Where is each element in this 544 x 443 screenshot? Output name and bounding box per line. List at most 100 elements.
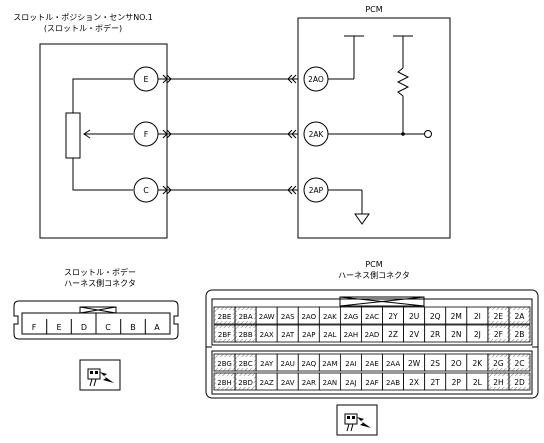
pcm-pin-label: 2AF bbox=[365, 379, 378, 387]
sensor-wire-top bbox=[72, 78, 133, 113]
pcm-pin-cell: 2A bbox=[508, 306, 531, 325]
pcm-box bbox=[297, 17, 451, 239]
pcm-pin-label: 2BA bbox=[239, 313, 253, 321]
pcm-pin-label: 2D bbox=[514, 378, 525, 387]
pcm-pin-label: 2AG bbox=[344, 313, 359, 321]
pcm-pin-cell: 2N bbox=[445, 324, 468, 343]
pcm-pin-cell: 2AO bbox=[297, 306, 320, 325]
pcm-pin-label: 2AO bbox=[301, 313, 316, 321]
pcm-pin-label: 2BG bbox=[217, 360, 232, 368]
pcm-pin-label: 2L bbox=[473, 378, 483, 387]
pcm-title: PCM bbox=[365, 5, 382, 14]
sensor-pin-e-label: E bbox=[143, 75, 148, 84]
pcm-junction-dot bbox=[401, 132, 405, 136]
pcm-pin-label: 2H bbox=[493, 378, 503, 387]
ground-icon bbox=[354, 213, 370, 225]
pcm-pin-cell: 2Y bbox=[382, 306, 404, 325]
connector-chevron-icons bbox=[162, 74, 297, 195]
pcm-pin-cell: 2AV bbox=[276, 372, 299, 391]
svg-text:C: C bbox=[105, 323, 111, 332]
pcm-pin-label: 2AW bbox=[259, 313, 275, 321]
svg-text:B: B bbox=[130, 323, 136, 332]
svg-text:D: D bbox=[81, 323, 87, 332]
pcm-pin-cell: 2AR bbox=[297, 372, 320, 391]
pcm-pin-cell: 2T bbox=[424, 372, 447, 391]
pcm-pin-cell: 2BB bbox=[234, 324, 257, 343]
pcm-pin-label: 2BD bbox=[238, 379, 253, 387]
pcm-pin-label: 2AN bbox=[323, 379, 337, 387]
pcm-pin-cell: 2S bbox=[424, 353, 447, 372]
pcm-pin-label: 2J bbox=[474, 330, 481, 339]
pcm-pin-label: 2F bbox=[494, 330, 503, 339]
pcm-pin-cell: 2O bbox=[445, 353, 468, 372]
pcm-pin-label: 2AL bbox=[323, 331, 336, 339]
pcm-pin-cell: 2AF bbox=[361, 372, 383, 391]
pcm-pin-cell: 2V bbox=[403, 324, 426, 343]
pcm-pin-cell: 2BG bbox=[213, 353, 236, 372]
pcm-pin-cell: 2AN bbox=[318, 372, 341, 391]
pcm-pin-label: 2AV bbox=[281, 379, 295, 387]
pcm-pin-cell: 2AI bbox=[339, 353, 362, 372]
pcm-pin-label: 2AS bbox=[281, 313, 295, 321]
pcm-pin-cell: 2AA bbox=[382, 353, 404, 372]
svg-text:E: E bbox=[56, 323, 61, 332]
pcm-pin-label: 2X bbox=[409, 378, 419, 387]
sensor-connector-view-icon bbox=[79, 359, 121, 391]
pcm-pin-cell: 2W bbox=[403, 353, 426, 372]
pcm-pin-cell: 2AE bbox=[361, 353, 383, 372]
pcm-connector-lock-icon bbox=[339, 296, 425, 307]
pcm-pin-label: 2R bbox=[430, 330, 440, 339]
pcm-pin-cell: 2AS bbox=[276, 306, 299, 325]
pcm-pin-label: 2Z bbox=[388, 330, 398, 339]
pcm-pin-cell: 2AB bbox=[382, 372, 404, 391]
pcm-pin-label: 2AE bbox=[365, 360, 379, 368]
pcm-pin-cell: 2AZ bbox=[255, 372, 278, 391]
pcm-pin-cell: 2AK bbox=[318, 306, 341, 325]
pcm-pin-cell: 2J bbox=[466, 324, 489, 343]
sensor-connector-lock-icon bbox=[79, 306, 117, 314]
pcm-connector-shell bbox=[205, 289, 539, 399]
pcm-pin-cell: 2AP bbox=[297, 324, 320, 343]
pcm-pin-label: 2AQ bbox=[301, 360, 316, 368]
sensor-resistor bbox=[65, 112, 81, 159]
pcm-pin-label: 2AU bbox=[281, 360, 295, 368]
pcm-pin-cell: 2E bbox=[487, 306, 510, 325]
pcm-pin-cell: 2D bbox=[508, 372, 531, 391]
pcm-pin-cell: 2AJ bbox=[339, 372, 362, 391]
pcm-connector-view-icon bbox=[336, 404, 378, 436]
pcm-pin-cell: 2U bbox=[403, 306, 426, 325]
pcm-pin-cell: 2AL bbox=[318, 324, 341, 343]
pcm-pin-label: 2AX bbox=[260, 331, 274, 339]
pcm-pin-label: 2AY bbox=[260, 360, 274, 368]
sensor-connector-pins: F E D C B A bbox=[32, 323, 161, 332]
pcm-pin-label: 2AC bbox=[365, 313, 379, 321]
pcm-pin-cell: 2BD bbox=[234, 372, 257, 391]
pcm-pin-label: 2E bbox=[494, 312, 504, 321]
pcm-pin-cell: 2AW bbox=[255, 306, 278, 325]
pcm-pin-cell: 2AY bbox=[255, 353, 278, 372]
harness-wires bbox=[158, 78, 298, 191]
pcm-pin-label: 2BF bbox=[218, 331, 231, 339]
pcm-pin-label: 2AA bbox=[386, 360, 400, 368]
pcm-pin-cell: 2P bbox=[445, 372, 468, 391]
pcm-pin-cell: 2BE bbox=[213, 306, 236, 325]
pcm-pin-cell: 2BH bbox=[213, 372, 236, 391]
pcm-pin-label: 2AT bbox=[281, 331, 295, 339]
pcm-pin-label: 2A bbox=[515, 312, 526, 321]
pcm-pin-cell: 2K bbox=[466, 353, 489, 372]
pullup-resistor-icon bbox=[396, 67, 410, 97]
pcm-pin-cell: 2R bbox=[424, 324, 447, 343]
pcm-pin-cell: 2AD bbox=[361, 324, 383, 343]
svg-text:A: A bbox=[154, 323, 160, 332]
pcm-pin-cell: 2BF bbox=[213, 324, 236, 343]
sensor-connector bbox=[13, 300, 179, 340]
pcm-pin-cell: 2AM bbox=[318, 353, 341, 372]
pcm-pin-cell: 2G bbox=[487, 353, 510, 372]
pcm-pin-cell: 2B bbox=[508, 324, 531, 343]
pcm-pin-cell: 2C bbox=[508, 353, 531, 372]
pcm-pin-cell: 2X bbox=[403, 372, 426, 391]
pcm-pin-label: 2AR bbox=[302, 379, 316, 387]
pcm-pin-label: 2O bbox=[451, 359, 462, 368]
